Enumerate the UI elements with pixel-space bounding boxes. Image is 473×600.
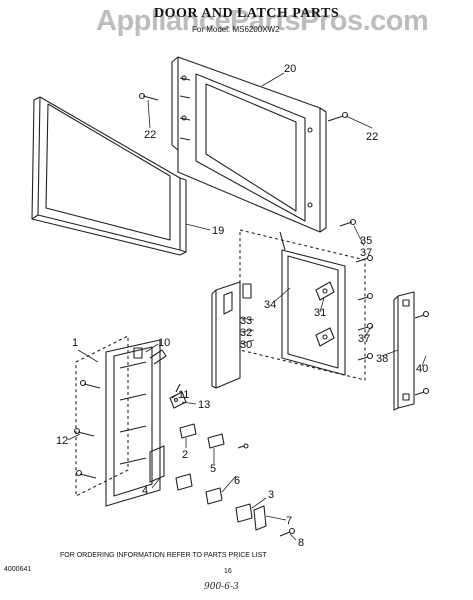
screw-40 <box>414 310 430 396</box>
callout-8: 8 <box>298 537 304 549</box>
page-title: DOOR AND LATCH PARTS <box>154 6 340 21</box>
callout-19: 19 <box>212 225 224 237</box>
latch-mounting-plate <box>239 229 366 381</box>
door-panel-part <box>171 56 327 233</box>
page-number: 16 <box>224 568 232 575</box>
callout-37b: 37 <box>358 333 370 345</box>
latch-assembly-plate <box>75 335 129 497</box>
latch-assembly-part <box>105 339 167 507</box>
callout-32: 32 <box>240 327 252 339</box>
callout-31: 31 <box>314 307 326 319</box>
handwritten-note: 900-6-3 <box>204 582 239 592</box>
right-bracket-part <box>393 291 415 411</box>
page-subtitle: For Model: MS6200XW2 <box>192 25 280 34</box>
callout-2: 2 <box>182 449 188 461</box>
callout-33: 33 <box>240 315 252 327</box>
callout-35: 35 <box>360 235 372 247</box>
screw-22-right <box>327 111 349 122</box>
callout-20: 20 <box>284 63 296 75</box>
callout-12: 12 <box>56 435 68 447</box>
callout-7: 4 <box>142 485 148 497</box>
callout-34: 34 <box>264 299 276 311</box>
callout-30: 30 <box>240 339 252 351</box>
callout-10: 10 <box>158 337 170 349</box>
switch-bracket-part <box>149 445 165 483</box>
callout-1: 1 <box>72 337 78 349</box>
callout-22: 22 <box>144 129 156 141</box>
doc-code: 4000641 <box>4 566 32 573</box>
watermark: AppliancePartsPros.com <box>96 5 429 37</box>
callout-11: 11 <box>178 389 189 401</box>
ordering-note: FOR ORDERING INFORMATION REFER TO PARTS … <box>60 552 267 559</box>
screw-35 <box>339 218 374 263</box>
screw-37 <box>357 292 374 361</box>
latch-channel-part <box>211 281 252 389</box>
screw-22-left <box>138 92 159 101</box>
callout-3: 3 <box>268 489 274 501</box>
callout-22b: 22 <box>366 131 378 143</box>
door-frame-part <box>31 96 187 256</box>
callout-4: 5 <box>210 463 216 475</box>
latch-lever-part <box>315 281 335 347</box>
callout-37: 37 <box>360 247 372 259</box>
interlock-switch-part <box>175 423 296 537</box>
screw-12 <box>73 379 101 479</box>
callout-38: 38 <box>376 353 388 365</box>
callout-13: 13 <box>198 399 210 411</box>
callout-40: 40 <box>416 363 428 375</box>
callout-5: 6 <box>234 475 240 487</box>
leader-lines <box>67 72 427 541</box>
callout-6: 7 <box>286 515 292 527</box>
